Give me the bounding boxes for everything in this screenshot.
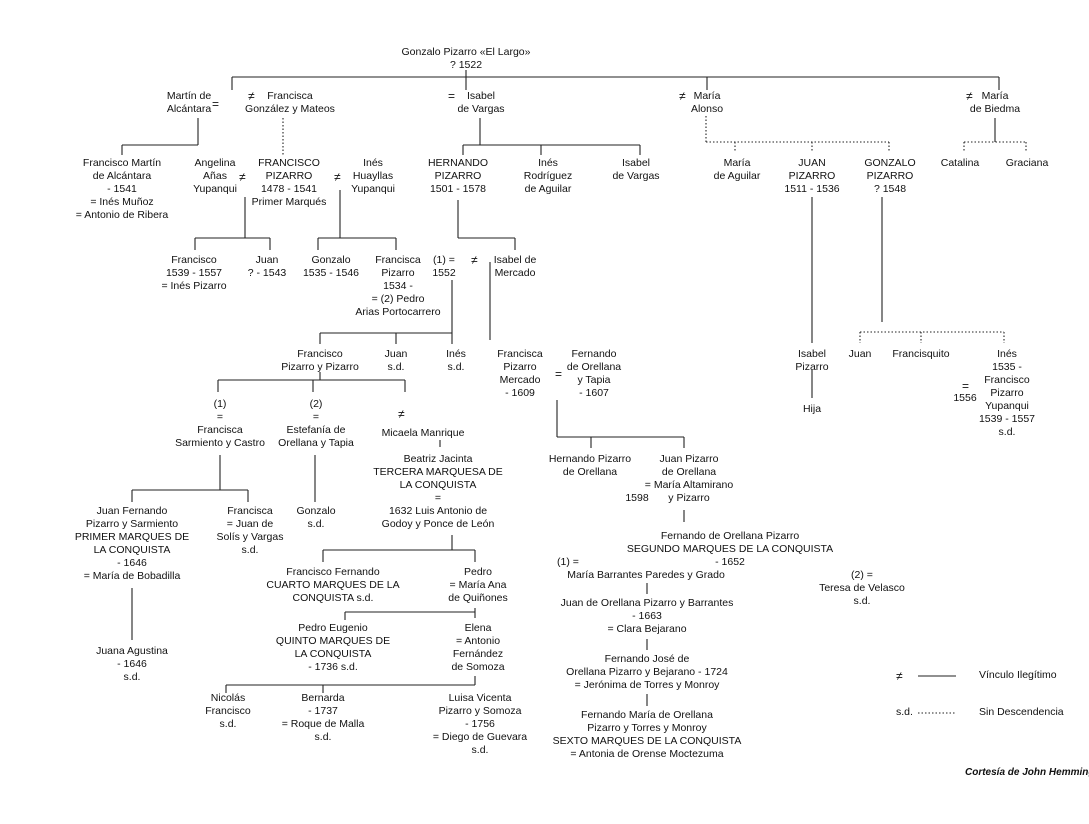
illegitimate-symbol: ≠ <box>239 170 246 184</box>
person-micaela-manrique: Micaela Manrique <box>381 427 465 439</box>
illegitimate-symbol: ≠ <box>966 89 973 103</box>
illegitimate-symbol: ≠ <box>398 407 405 421</box>
legend-illegitimate-label: Vínculo Ilegítimo <box>979 669 1057 681</box>
marriage-year-1598: 1598 <box>625 492 649 504</box>
person-francisquito: Francisquito <box>892 348 950 360</box>
legend-illegitimate-symbol: ≠ <box>896 669 903 683</box>
married-symbol: = <box>212 97 220 111</box>
person-juan-son-of-gonzalo: Juan <box>848 348 872 360</box>
spouse-1-label: (1) = <box>557 556 579 568</box>
person-juan-1543: Juan? - 1543 <box>247 254 287 279</box>
married-symbol: = <box>448 89 456 103</box>
marriage-1552: (1) =1552 <box>432 254 456 279</box>
married-symbol: = <box>555 367 563 381</box>
person-gonzalo-pizarro-el-largo: Gonzalo Pizarro «El Largo»? 1522 <box>401 46 531 71</box>
legend-sd-label: Sin Descendencia <box>979 706 1064 718</box>
married-symbol: = <box>962 379 970 393</box>
legend-sd-key: s.d. <box>896 706 913 718</box>
illegitimate-symbol: ≠ <box>334 170 341 184</box>
person-graciana: Graciana <box>1005 157 1049 169</box>
credit-text: Cortesía de John Hemming <box>965 767 1089 778</box>
illegitimate-symbol: ≠ <box>679 89 686 103</box>
illegitimate-symbol: ≠ <box>471 253 478 267</box>
person-catalina: Catalina <box>940 157 980 169</box>
person-maria-barrantes: María Barrantes Paredes y Grado <box>567 569 725 581</box>
marriage-year-1556: 1556 <box>953 392 977 404</box>
person-hija: Hija <box>802 403 822 415</box>
illegitimate-symbol: ≠ <box>248 89 255 103</box>
person-juan-de-orellana-barrantes: Juan de Orellana Pizarro y Barrantes- 16… <box>560 597 734 635</box>
